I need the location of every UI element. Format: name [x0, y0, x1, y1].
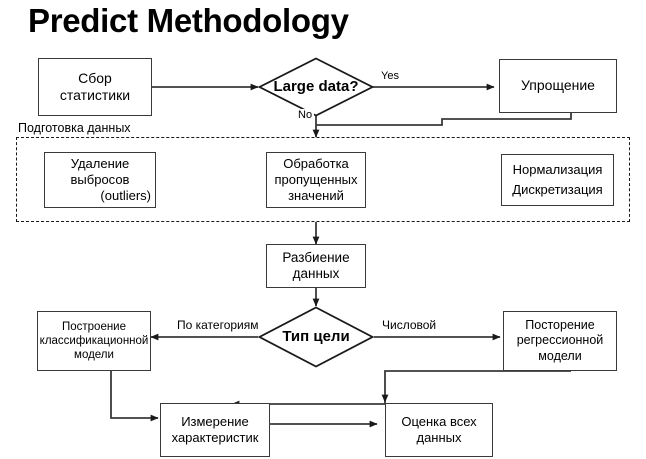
node-normalize-line-1: Нормализация — [512, 161, 603, 177]
node-large-data-line-1: Large — [273, 78, 315, 96]
node-missing-values[interactable]: Обработка пропущенных значений — [266, 152, 366, 208]
node-missing-values-line-2: пропущенных — [274, 172, 358, 188]
node-measure-features-line-2: характеристик — [171, 430, 259, 445]
node-simplify-line-1: Упрощение — [521, 77, 595, 94]
edge-evaluate-loop-line — [270, 402, 386, 405]
node-target-type[interactable]: Тип цели — [258, 306, 374, 368]
node-outliers-line-3: (outliers) — [100, 187, 151, 203]
group-label-preparation: Подготовка данных — [18, 121, 131, 135]
node-split-data-line-1: Разбиение — [282, 249, 350, 265]
node-large-data[interactable]: Large data? — [258, 57, 374, 117]
node-normalize-line-2: Дискретизация — [512, 182, 603, 197]
node-outliers[interactable]: Удаление выбросов (outliers) — [44, 152, 156, 208]
node-target-type-line-1: Тип — [282, 328, 310, 346]
node-outliers-line-2: выбросов — [70, 172, 130, 188]
preparation-group-box — [16, 137, 630, 222]
node-regression-model-line-1: Посторение — [525, 318, 595, 333]
node-evaluate-all-data[interactable]: Оценка всех данных — [385, 403, 493, 457]
node-classification-model[interactable]: Построение классификационной модели — [37, 311, 151, 371]
edge-label-no: No — [296, 109, 315, 121]
node-collect[interactable]: Сбор статистики — [38, 58, 152, 116]
node-classification-model-line-3: модели — [74, 349, 114, 361]
diamond-shape — [258, 57, 374, 117]
node-evaluate-all-data-line-2: данных — [416, 430, 462, 445]
node-classification-model-line-2: классификационной — [39, 334, 149, 347]
node-split-data-line-2: данных — [292, 266, 340, 281]
node-classification-model-line-1: Построение — [61, 320, 127, 333]
node-normalize[interactable]: Нормализация Дискретизация — [501, 154, 614, 206]
node-target-type-line-2: цели — [313, 328, 350, 346]
page-title: Predict Methodology — [28, 2, 349, 39]
diamond-shape — [258, 306, 374, 368]
node-collect-line-1: Сбор — [78, 69, 112, 86]
edge-label-numeric: Числовой — [380, 318, 439, 332]
node-simplify[interactable]: Упрощение — [499, 59, 617, 113]
node-regression-model-line-3: модели — [538, 348, 582, 363]
node-split-data[interactable]: Разбиение данных — [266, 244, 366, 288]
node-measure-features[interactable]: Измерение характеристик — [160, 403, 270, 457]
edge-label-by-category: По категориям — [175, 318, 261, 332]
node-regression-model[interactable]: Посторение регрессионной модели — [503, 311, 617, 371]
node-large-data-line-2: data? — [318, 78, 359, 96]
edge-regression-to-evaluate — [381, 370, 571, 403]
node-evaluate-all-data-line-1: Оценка всех — [401, 414, 477, 430]
node-missing-values-line-1: Обработка — [283, 156, 349, 172]
node-regression-model-line-2: регрессионной — [516, 333, 604, 348]
node-outliers-line-1: Удаление — [70, 156, 130, 172]
node-collect-line-2: статистики — [59, 87, 131, 103]
node-measure-features-line-1: Измерение — [181, 414, 249, 430]
node-missing-values-line-3: значений — [288, 187, 344, 203]
edge-label-yes: Yes — [379, 70, 401, 82]
edge-classification-to-measure — [110, 371, 159, 422]
